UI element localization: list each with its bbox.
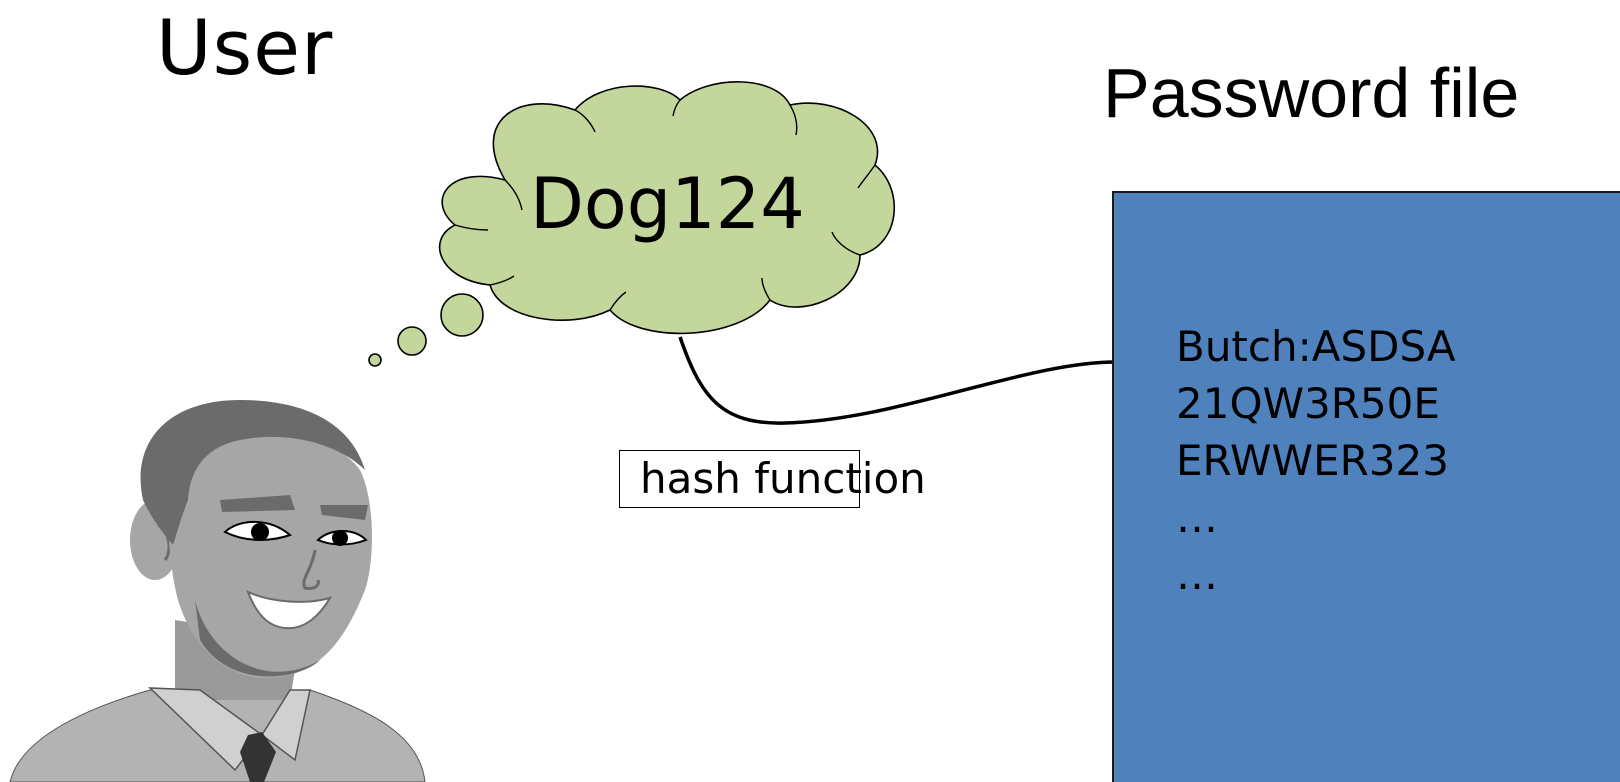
file-line: …	[1176, 493, 1218, 542]
file-line: 21QW3R50E	[1176, 379, 1440, 428]
file-line: Butch:ASDSA	[1176, 322, 1456, 371]
thought-cloud-icon	[438, 81, 896, 335]
file-line: …	[1176, 550, 1218, 599]
thought-bubble-small-icon	[368, 353, 382, 367]
user-label: User	[156, 3, 334, 92]
person-illustration-icon	[9, 400, 426, 782]
password-file-contents: Butch:ASDSA 21QW3R50E ERWWER323 … …	[1176, 318, 1456, 603]
hash-function-box	[619, 450, 860, 508]
thought-bubble-medium-icon	[397, 326, 427, 356]
file-line: ERWWER323	[1176, 436, 1449, 485]
password-file-title: Password file	[1103, 54, 1520, 132]
thought-bubble-large-icon	[440, 293, 484, 337]
hash-arrow-icon	[678, 336, 1149, 425]
password-file-box	[1112, 191, 1620, 782]
hash-function-label: hash function	[640, 454, 926, 503]
thought-text: Dog124	[530, 163, 805, 245]
